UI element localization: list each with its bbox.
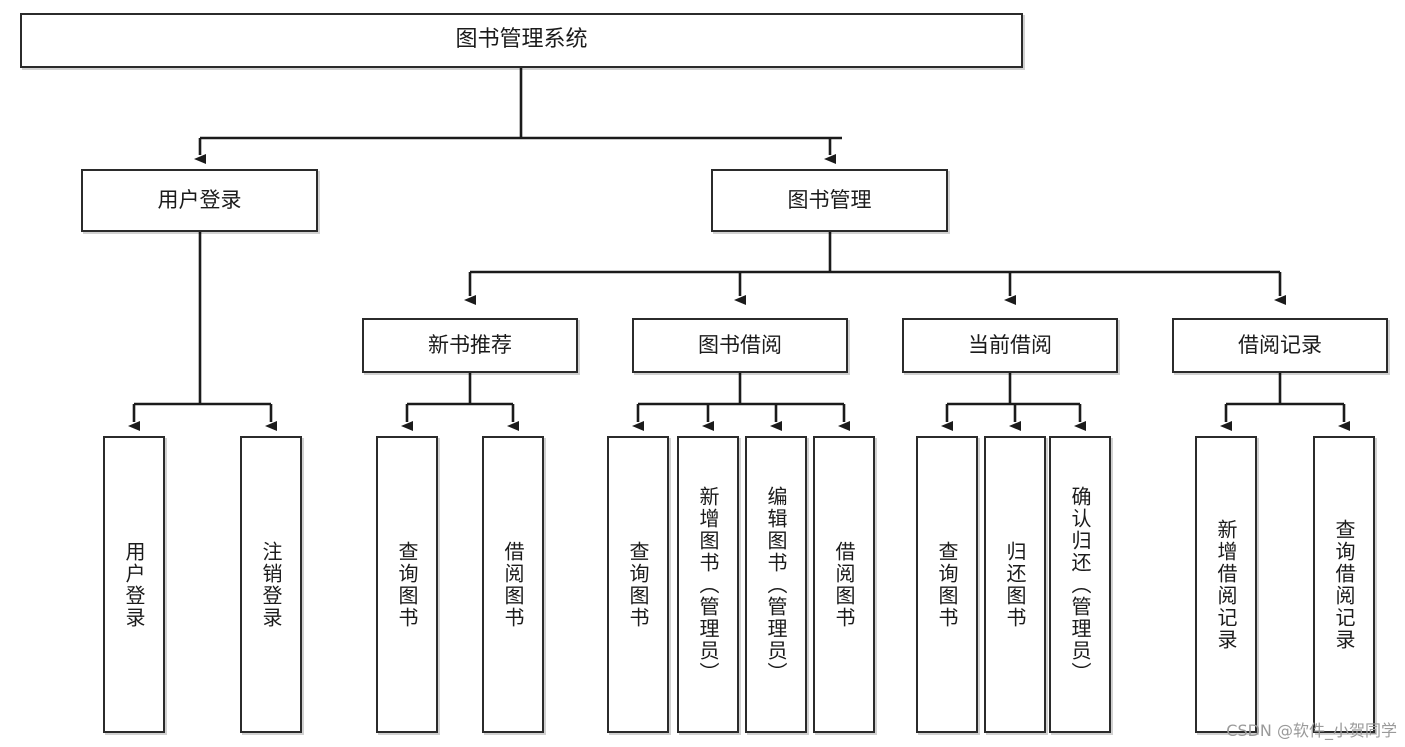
node-leaf-book-borrow-3[interactable]: 编辑图书（管理员） [745,436,807,733]
node-label: 新书推荐 [428,332,512,357]
node-label: 新增图书（管理员） [696,485,720,684]
node-book-management[interactable]: 图书管理 [711,169,948,232]
node-label: 查询借阅记录 [1332,518,1356,651]
node-label: 借阅图书 [832,540,856,629]
node-label: 用户登录 [122,540,146,629]
node-label: 图书管理 [787,187,872,212]
node-leaf-current-borrow-3[interactable]: 确认归还（管理员） [1049,436,1111,733]
node-label: 归还图书 [1003,540,1027,629]
node-label: 确认归还（管理员） [1068,485,1092,684]
node-borrow-record[interactable]: 借阅记录 [1172,318,1388,373]
watermark-text: CSDN @软件_小贺同学 [1226,721,1397,740]
node-leaf-borrow-record-2[interactable]: 查询借阅记录 [1313,436,1375,733]
node-label: 查询图书 [626,540,650,629]
node-leaf-book-borrow-4[interactable]: 借阅图书 [813,436,875,733]
node-leaf-borrow-record-1[interactable]: 新增借阅记录 [1195,436,1257,733]
node-label: 新增借阅记录 [1214,518,1238,651]
node-label: 当前借阅 [968,332,1052,357]
node-label: 查询图书 [935,540,959,629]
node-label: 借阅图书 [501,540,525,629]
node-label: 注销登录 [259,540,283,629]
node-leaf-user-login-1[interactable]: 用户登录 [103,436,165,733]
node-user-login[interactable]: 用户登录 [81,169,318,232]
node-book-borrow[interactable]: 图书借阅 [632,318,848,373]
node-label: 图书管理系统 [455,27,588,53]
node-new-book-recommend[interactable]: 新书推荐 [362,318,578,373]
node-current-borrow[interactable]: 当前借阅 [902,318,1118,373]
node-leaf-book-borrow-2[interactable]: 新增图书（管理员） [677,436,739,733]
node-leaf-user-login-2[interactable]: 注销登录 [240,436,302,733]
node-label: 图书借阅 [698,332,782,357]
node-leaf-new-book-2[interactable]: 借阅图书 [482,436,544,733]
node-leaf-current-borrow-2[interactable]: 归还图书 [984,436,1046,733]
node-label: 编辑图书（管理员） [764,485,788,684]
node-leaf-current-borrow-1[interactable]: 查询图书 [916,436,978,733]
node-root-system[interactable]: 图书管理系统 [20,13,1023,68]
node-leaf-new-book-1[interactable]: 查询图书 [376,436,438,733]
node-label: 查询图书 [395,540,419,629]
node-leaf-book-borrow-1[interactable]: 查询图书 [607,436,669,733]
node-label: 用户登录 [157,187,242,212]
node-label: 借阅记录 [1238,332,1322,357]
